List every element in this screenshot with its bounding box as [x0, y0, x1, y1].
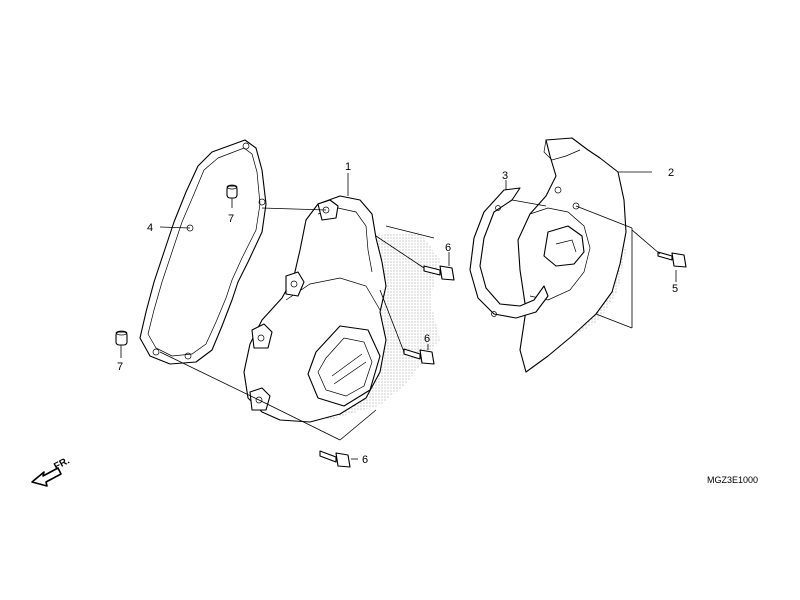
bolt-6-middle — [403, 348, 435, 365]
bolt-6-lower — [319, 450, 351, 468]
callout-7-upper: 7 — [228, 213, 234, 225]
leader-lines — [120, 171, 677, 460]
guide-plate — [469, 187, 549, 319]
callout-1: 1 — [345, 161, 351, 173]
callout-5: 5 — [672, 283, 678, 295]
callout-2: 2 — [668, 167, 674, 179]
bolt-6-upper — [423, 265, 455, 281]
left-crankcase-cover — [243, 195, 440, 423]
callout-3: 3 — [502, 170, 508, 182]
front-direction-arrow-icon: FR. — [31, 455, 72, 487]
sprocket-cover — [517, 137, 627, 373]
direction-label: FR. — [52, 455, 72, 472]
callout-7-lower: 7 — [117, 361, 123, 373]
callout-6-lower: 6 — [362, 454, 368, 466]
dowel-pin-lower — [115, 330, 128, 346]
diagram-code: MGZ3E1000 — [707, 475, 758, 485]
callout-4: 4 — [147, 222, 153, 234]
callout-6-upper: 6 — [445, 242, 451, 254]
bolt-5 — [657, 251, 687, 268]
gasket — [139, 139, 267, 365]
dowel-pin-upper — [226, 184, 238, 199]
callout-6-middle: 6 — [424, 333, 430, 345]
